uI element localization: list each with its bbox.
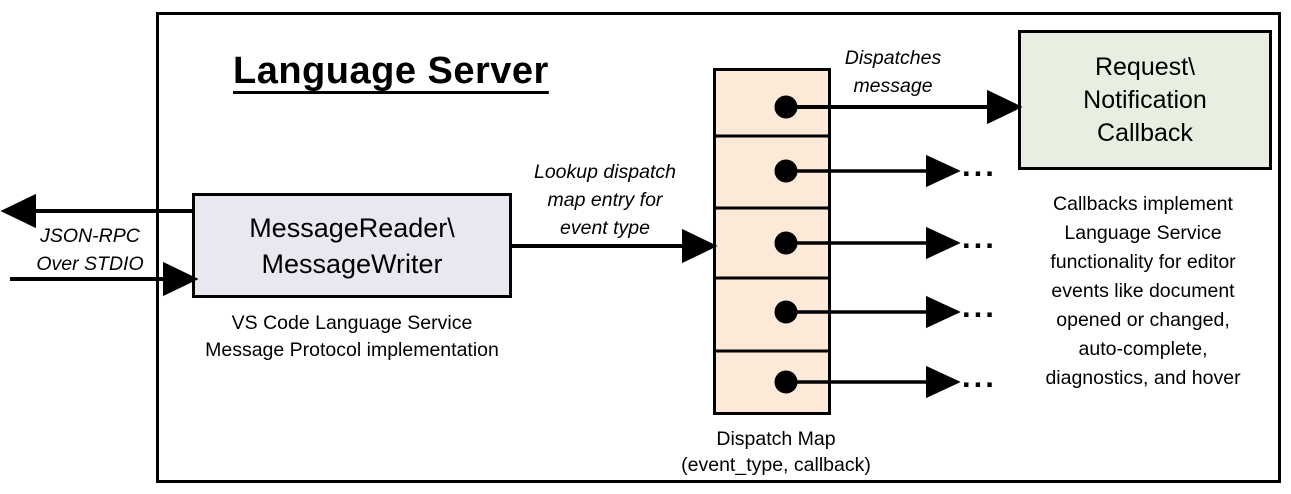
callbacks-note: Callbacks implement Language Service fun… — [1045, 193, 1241, 389]
dispatch-map-box — [713, 68, 831, 415]
language-server-boundary — [156, 12, 1281, 483]
message-box-caption: VS Code Language Service Message Protoco… — [205, 312, 499, 361]
ellipsis-row-5: ... — [962, 359, 997, 394]
stdio-out-arrowhead-icon — [0, 193, 36, 229]
dispatch-map-caption: Dispatch Map (event_type, callback) — [681, 428, 871, 476]
ellipsis-row-4: ... — [962, 289, 997, 324]
request-notification-callback-box: Request\ Notification Callback — [1018, 30, 1272, 170]
diagram-title: Language Server — [233, 50, 549, 92]
dispatches-message-label: Dispatches message — [844, 47, 942, 97]
message-reader-writer-box: MessageReader\ MessageWriter — [192, 193, 512, 298]
ellipsis-row-2: ... — [962, 148, 997, 183]
json-rpc-label: JSON-RPC Over STDIO — [36, 225, 144, 275]
lookup-dispatch-label: Lookup dispatch map entry for event type — [533, 161, 677, 239]
ellipsis-row-3: ... — [962, 220, 997, 255]
